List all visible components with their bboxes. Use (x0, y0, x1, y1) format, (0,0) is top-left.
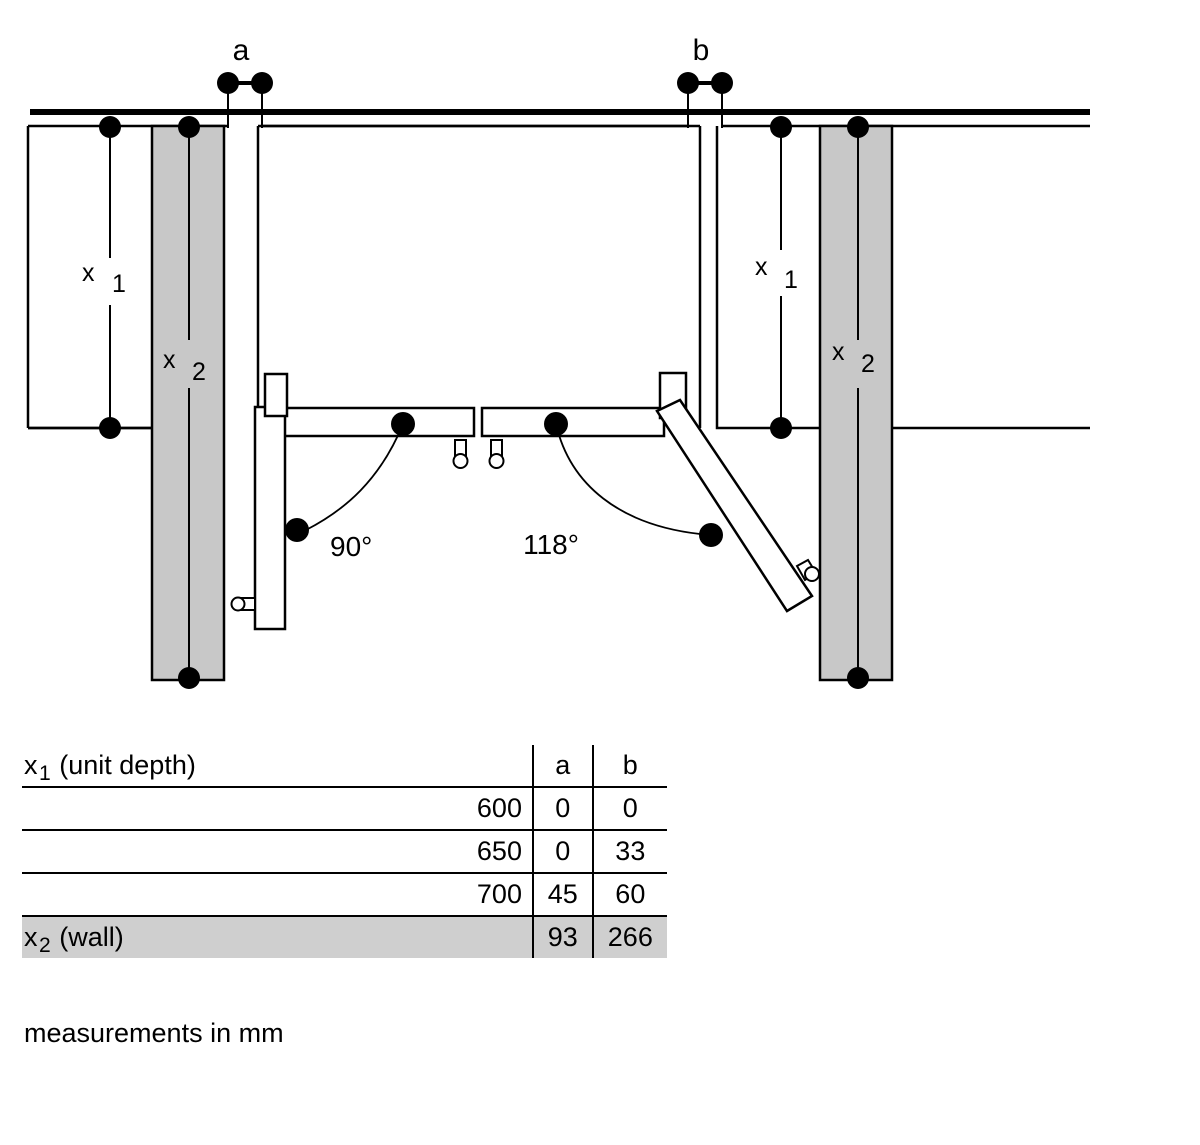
row-700-a: 45 (531, 873, 593, 916)
header-x-rest: (unit depth) (59, 750, 196, 780)
row-650-b: 33 (591, 830, 667, 873)
left-x1-dot-top (99, 116, 121, 138)
right-x1-dot-top (770, 116, 792, 138)
wall-x-base: x (24, 922, 38, 952)
left-x2-dot-bottom (178, 667, 200, 689)
angle-90-dot-top (391, 412, 415, 436)
spec-table: x1 (unit depth) a b 600 0 0 650 0 33 700 (22, 745, 667, 958)
header-x-base: x (24, 750, 38, 780)
row-700-b: 60 (591, 873, 667, 916)
row-depth-600: 600 (476, 793, 522, 823)
row-wall-a: 93 (531, 916, 593, 958)
right-door-panel-118 (655, 371, 820, 613)
marker-b-dot-left (677, 72, 699, 94)
marker-a-dot-left (217, 72, 239, 94)
angle-118-dot-right (699, 523, 723, 547)
marker-a-dot-right (251, 72, 273, 94)
table-header-row-label: x1 (unit depth) (22, 745, 533, 787)
left-x1-label: x 1 (82, 259, 126, 298)
marker-b-dot-right (711, 72, 733, 94)
svg-text:2: 2 (192, 358, 206, 386)
table-header-col-b: b (591, 745, 667, 787)
angle-118-indicator (544, 412, 723, 547)
svg-text:x: x (82, 259, 95, 287)
left-x2-label: x 2 (163, 346, 206, 386)
drawer-handle-left (452, 439, 469, 469)
spec-table-wrap: x1 (unit depth) a b 600 0 0 650 0 33 700 (22, 745, 667, 958)
svg-text:x: x (755, 253, 768, 281)
angle-90-dot-bottom (285, 518, 309, 542)
table-row-wall: x2 (wall) 93 266 (22, 916, 667, 958)
left-x2-dimension (178, 116, 200, 689)
measurements-note: measurements in mm (24, 1018, 284, 1048)
right-niche-outline (715, 126, 820, 430)
svg-text:x: x (163, 346, 176, 374)
marker-b-label: b (693, 34, 710, 67)
svg-text:1: 1 (112, 270, 126, 298)
angle-90-label: 90° (330, 531, 372, 562)
center-cabinet-outline (256, 124, 702, 428)
right-x2-dot-bottom (847, 667, 869, 689)
row-depth-650: 650 (476, 836, 522, 866)
right-x1-dot-bottom (770, 417, 792, 439)
angle-118-dot-left (544, 412, 568, 436)
right-x1-label: x 1 (755, 253, 798, 294)
table-row: 700 45 60 (22, 873, 667, 916)
row-600-a: 0 (531, 787, 593, 830)
angle-118-label: 118° (523, 529, 579, 560)
table-header-row: x1 (unit depth) a b (22, 745, 667, 787)
header-x-sub: 1 (38, 762, 51, 786)
svg-text:1: 1 (784, 266, 798, 294)
svg-text:x: x (832, 338, 845, 366)
table-row: 650 0 33 (22, 830, 667, 873)
row-depth-700: 700 (476, 879, 522, 909)
right-x1-dimension (770, 116, 792, 439)
table-header-col-a: a (531, 745, 593, 787)
marker-b-group (677, 72, 733, 128)
row-600-b: 0 (591, 787, 667, 830)
row-wall-label: x2 (wall) (22, 916, 533, 958)
right-x2-dimension (847, 116, 869, 689)
angle-90-indicator (285, 412, 415, 542)
wall-x-rest: (wall) (59, 922, 124, 952)
drawer-handle-right (488, 439, 505, 469)
svg-text:2: 2 (861, 350, 875, 378)
left-x2-dot-top (178, 116, 200, 138)
marker-a-group (217, 72, 273, 128)
center-left-drawer (280, 406, 476, 438)
right-wall-block (818, 124, 894, 682)
left-door-panel-90 (230, 372, 289, 631)
row-wall-b: 266 (591, 916, 667, 958)
wall-x-sub: 2 (38, 934, 51, 958)
right-x2-label: x 2 (832, 338, 875, 378)
center-right-drawer (480, 406, 666, 438)
installation-drawing: a b (26, 34, 1090, 689)
row-650-a: 0 (531, 830, 593, 873)
marker-a-label: a (233, 34, 250, 67)
right-x2-dot-top (847, 116, 869, 138)
table-row: 600 0 0 (22, 787, 667, 830)
